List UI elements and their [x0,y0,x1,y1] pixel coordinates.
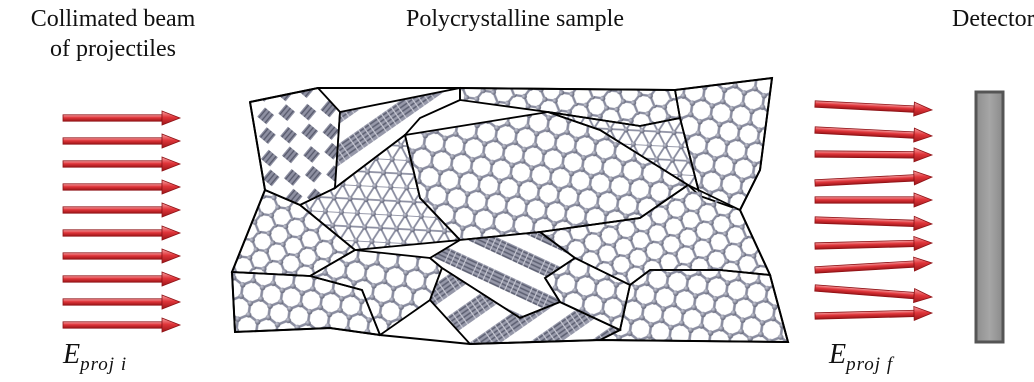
arrow-right-icon [63,295,180,309]
arrow-right-icon [63,249,180,263]
detector-label: Detector [952,4,1034,34]
arrow-right-icon [815,147,932,162]
arrow-right-icon [815,213,932,231]
incident-energy-label: Eproj i [63,338,127,382]
energy-subscript: proj f [846,354,893,375]
arrow-right-icon [63,203,180,217]
detector-plate [976,92,1003,342]
arrow-right-icon [63,111,180,125]
arrow-right-icon [815,256,933,277]
energy-symbol: E [63,339,80,370]
beam-label: Collimated beam of projectiles [0,4,226,64]
arrow-right-icon [815,306,932,323]
arrow-right-icon [815,170,933,190]
arrow-right-icon [815,97,933,117]
arrow-right-icon [815,193,932,207]
arrow-right-icon [63,272,180,286]
arrow-right-icon [815,123,933,143]
arrow-right-icon [814,281,932,304]
arrow-right-icon [63,180,180,194]
beam-label-line2: of projectiles [0,34,226,64]
energy-subscript: proj i [80,354,127,375]
scattered-beam [814,97,932,323]
arrow-right-icon [63,318,180,332]
arrow-right-icon [63,134,180,148]
final-energy-label: Eproj f [829,338,893,382]
energy-symbol: E [829,339,846,370]
arrow-right-icon [815,236,932,253]
arrow-right-icon [63,226,180,240]
arrow-right-icon [63,157,180,171]
sample-label: Polycrystalline sample [380,4,650,34]
grain [250,88,340,205]
beam-label-line1: Collimated beam [0,4,226,34]
incoming-beam [63,111,180,332]
polycrystalline-sample [232,78,788,344]
